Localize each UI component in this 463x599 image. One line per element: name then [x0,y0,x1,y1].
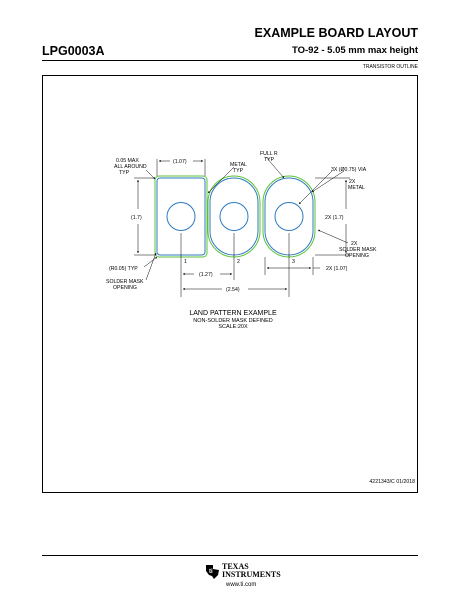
package-subtitle: TO-92 - 5.05 mm max height [291,45,418,56]
mask-clearance-label-2: ALL AROUND [114,164,147,170]
svg-text:ti: ti [209,569,213,575]
mask-2x-label: 2X [351,241,358,247]
mask-clearance-label-3: TYP [119,170,130,176]
reference-number: 4221343/C 01/2018 [369,479,415,485]
via-label: 3X (Ø0.75) VIA [331,167,367,173]
footer-rule [42,555,418,556]
land-pattern-drawing: 0.05 MAX ALL AROUND TYP (1.07) METAL TYP… [106,151,377,330]
height-left-label: (1.7) [131,215,142,221]
pin-3-label: 3 [292,259,295,265]
outline-label: TRANSISTOR OUTLINE [362,64,418,70]
width-right-label: 2X (1.07) [326,266,348,272]
mask-opening-label: SOLDER MASK [106,279,144,285]
full-r-label-2: TYP [264,157,275,163]
metal-typ-label-2: TYP [233,168,244,174]
pin-2-label: 2 [237,259,240,265]
company-name-line2: INSTRUMENTS [222,570,281,579]
full-r-label: FULL R [260,151,278,157]
header-rule [42,60,418,61]
texas-state-icon: ti [206,565,219,579]
caption-title: LAND PATTERN EXAMPLE [189,310,277,317]
pin-1-label: 1 [184,259,187,265]
metal-2x-label: 2X [349,179,356,185]
height-right-label: 2X (1.7) [325,215,344,221]
corner-radius-label: (R0.05) TYP [109,266,138,272]
caption-scale: SCALE:20X [218,324,248,330]
mask-opening-label-2: OPENING [113,285,137,291]
mask-clearance-label: 0.05 MAX [116,158,139,164]
mask-2x-label-3: OPENING [345,253,369,259]
pitch-label: (1.27) [199,272,213,278]
package-id: LPG0003A [42,44,105,58]
drawing-frame [42,75,418,493]
span-label: (2.54) [226,287,240,293]
company-url[interactable]: www.ti.com [226,582,257,588]
caption-subtitle: NON-SOLDER MASK DEFINED [193,318,272,324]
metal-2x-label-2: METAL [348,185,365,191]
company-name-line1: TEXAS [222,562,249,571]
metal-typ-label: METAL [230,162,247,168]
width-top-label: (1.07) [173,159,187,165]
dimension-lines [134,156,350,297]
ti-logo: ti TEXAS INSTRUMENTS www.ti.com [205,563,285,593]
mask-2x-label-2: SOLDER MASK [339,247,377,253]
document-title: EXAMPLE BOARD LAYOUT [254,26,418,40]
